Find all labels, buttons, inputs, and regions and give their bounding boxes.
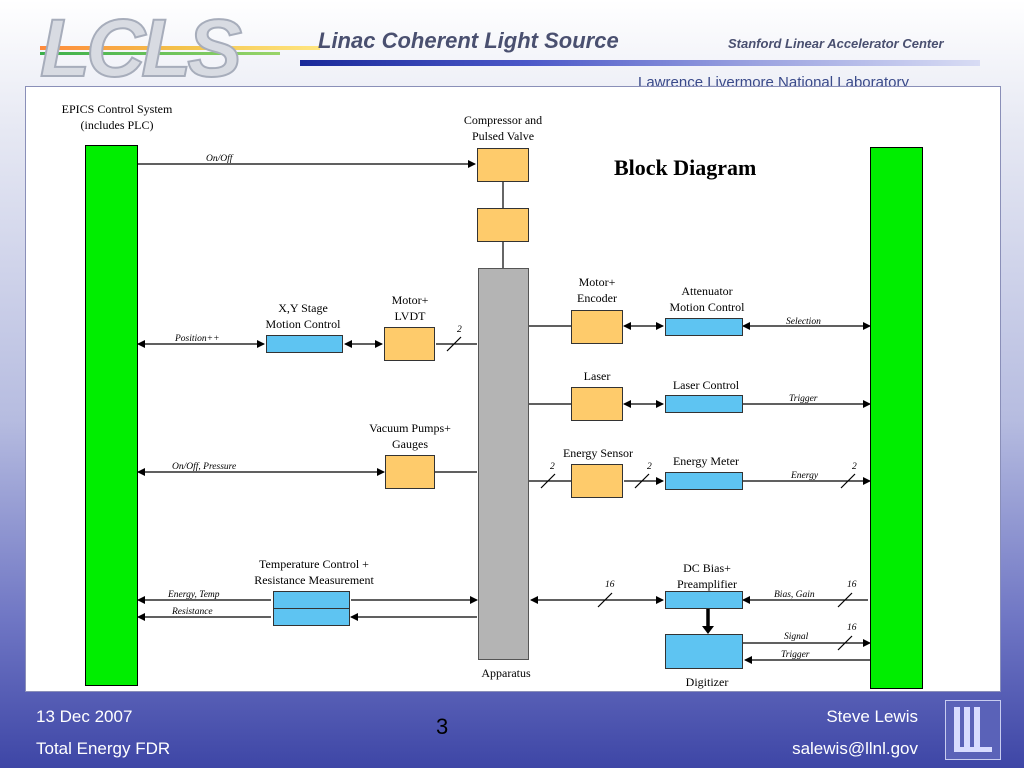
vacuum-label: Vacuum Pumps+Gauges — [369, 421, 451, 451]
energy-sensor-block — [571, 464, 623, 498]
motor-lvdt-label: Motor+LVDT — [391, 293, 429, 323]
page-number: 3 — [436, 714, 449, 739]
temperature-block-top — [273, 591, 350, 609]
signal-energy: Energy — [791, 471, 819, 481]
epics-bar-right — [870, 147, 923, 689]
slash-sensor-left — [540, 473, 556, 489]
laser-block — [571, 387, 623, 421]
signal-onoff-pressure: On/Off, Pressure — [172, 462, 237, 472]
energy-meter-label: Energy Meter — [672, 454, 740, 468]
energy-meter-block — [665, 472, 743, 490]
header-slac: Stanford Linear Accelerator Center — [728, 36, 944, 51]
slash-energy-out — [840, 473, 856, 489]
dcbias-label: DC Bias+Preamplifier — [677, 561, 737, 591]
header-title: Linac Coherent Light Source — [318, 28, 619, 53]
width-preamp-in: 16 — [605, 580, 615, 590]
signal-trigger-laser: Trigger — [789, 394, 818, 404]
motor-lvdt-block — [384, 327, 435, 361]
epics-bar-left — [85, 145, 138, 686]
slash-lvdt — [446, 336, 462, 352]
width-sensor-left: 2 — [550, 462, 555, 472]
width-bias-out: 16 — [847, 580, 857, 590]
preamplifier-block — [665, 591, 743, 609]
motor-encoder-block — [571, 310, 623, 344]
width-sensor-right: 2 — [647, 462, 652, 472]
apparatus-block — [478, 268, 529, 660]
block-diagram-heading: Block Diagram — [614, 155, 757, 180]
motor-encoder-label: Motor+Encoder — [577, 275, 617, 305]
header-stripe-green — [40, 52, 280, 55]
arrowhead-digitizer — [702, 626, 714, 634]
llnl-logo — [945, 700, 1001, 760]
footer-email: salewis@llnl.gov — [792, 739, 918, 758]
energy-sensor-label: Energy Sensor — [562, 446, 634, 460]
signal-trigger-digitizer: Trigger — [781, 650, 810, 660]
laser-control-block — [665, 395, 743, 413]
signal-energy-temp: Energy, Temp — [168, 590, 220, 600]
width-lvdt: 2 — [457, 325, 462, 335]
slash-bias-out — [837, 592, 853, 608]
signal-signal: Signal — [784, 632, 809, 642]
header-stripe-orange — [40, 46, 320, 50]
slash-preamp-in — [597, 592, 613, 608]
digitizer-label: Digitizer — [685, 675, 729, 689]
width-signal-out: 16 — [847, 623, 857, 633]
laser-control-label: Laser Control — [672, 378, 740, 392]
slash-signal-out — [837, 635, 853, 651]
slash-sensor-right — [634, 473, 650, 489]
signal-bias-gain: Bias, Gain — [774, 590, 815, 600]
compressor-block — [477, 148, 529, 182]
attenuator-block — [665, 318, 743, 336]
signal-position: Position++ — [175, 334, 220, 344]
header-stripe-blue — [300, 60, 980, 66]
signal-resistance: Resistance — [172, 607, 213, 617]
footer-subtitle: Total Energy FDR — [36, 739, 171, 758]
epics-label: EPICS Control System(includes PLC) — [61, 102, 173, 132]
temperature-block-bottom — [273, 608, 350, 626]
temperature-label: Temperature Control +Resistance Measurem… — [254, 557, 374, 587]
footer-author: Steve Lewis — [826, 707, 918, 726]
signal-selection: Selection — [786, 317, 821, 327]
lcls-logo: LCLS — [39, 2, 243, 95]
laser-label: Laser — [583, 369, 611, 383]
vacuum-block — [385, 455, 435, 489]
signal-onoff: On/Off — [206, 154, 233, 164]
apparatus-label: Apparatus — [481, 666, 531, 680]
xy-stage-block — [266, 335, 343, 353]
width-energy-out: 2 — [852, 462, 857, 472]
digitizer-block — [665, 634, 743, 669]
footer-date: 13 Dec 2007 — [36, 707, 133, 726]
pulsed-valve-block — [477, 208, 529, 242]
